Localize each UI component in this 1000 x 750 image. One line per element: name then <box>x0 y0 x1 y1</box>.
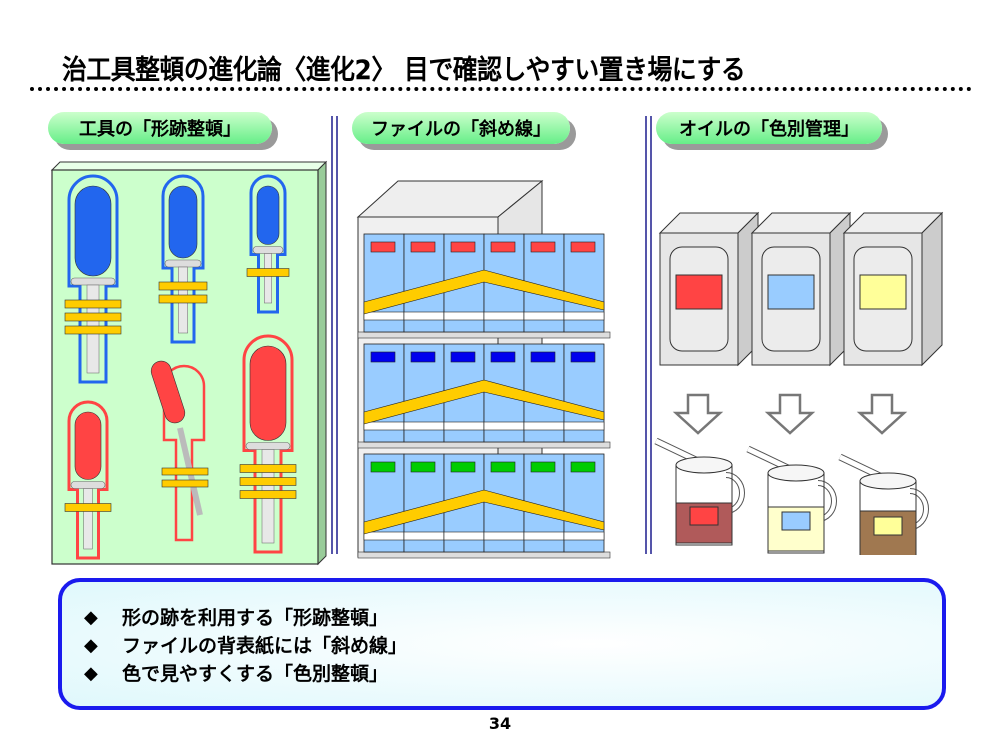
diagonal-stripe <box>363 269 605 315</box>
diamond-bullet-icon: ◆ <box>84 635 98 656</box>
oil-can-icon <box>750 211 852 367</box>
summary-item-text: ファイルの背表紙には「斜め線」 <box>122 635 408 657</box>
screwdriver-icon <box>239 334 297 554</box>
diagonal-stripe <box>363 379 605 425</box>
summary-item-text: 形の跡を利用する「形跡整頓」 <box>122 607 389 629</box>
tool-shadow-board-illustration <box>50 160 328 566</box>
summary-box: ◆ 形の跡を利用する「形跡整頓」 ◆ ファイルの背表紙には「斜め線」 ◆ 色で見やすく… <box>58 578 946 710</box>
file-shelf-illustration <box>356 179 611 559</box>
down-arrow-icon <box>856 393 908 435</box>
file-binder-icon <box>563 343 605 443</box>
title-dotted-rule <box>30 87 972 91</box>
page-number: 34 <box>488 714 512 733</box>
screwdriver-icon <box>64 400 112 560</box>
summary-item: ◆ ファイルの背表紙には「斜め線」 <box>84 632 942 660</box>
file-binder-icon <box>563 233 605 333</box>
section-divider <box>331 116 338 554</box>
diamond-bullet-icon: ◆ <box>84 607 98 628</box>
summary-item: ◆ 色で見やすくする「色別整頓」 <box>84 660 942 688</box>
oil-can-icon <box>842 211 944 367</box>
oil-can-icon <box>658 211 760 367</box>
file-binder-icon <box>363 233 405 333</box>
screwdriver-icon <box>246 174 290 314</box>
oil-cup-icon <box>654 437 745 546</box>
oil-cup-icon <box>746 445 837 554</box>
section-label-files: ファイルの「斜め線」 <box>352 112 570 144</box>
screwdriver-icon <box>150 360 209 542</box>
file-binder-icon <box>563 453 605 553</box>
section-divider <box>645 116 652 554</box>
screwdriver-icon <box>158 174 208 344</box>
section-label-oil: オイルの「色別管理」 <box>656 112 882 144</box>
oil-cup-icon <box>838 453 929 555</box>
summary-item-text: 色で見やすくする「色別整頓」 <box>122 663 389 685</box>
down-arrow-icon <box>764 393 816 435</box>
diamond-bullet-icon: ◆ <box>84 663 98 684</box>
section-label-tools: 工具の「形跡整頓」 <box>48 112 272 144</box>
diagonal-stripe <box>363 489 605 535</box>
slide-title: 治工具整頓の進化論〈進化2〉 目で確認しやすい置き場にする <box>62 55 746 86</box>
summary-item: ◆ 形の跡を利用する「形跡整頓」 <box>84 604 942 632</box>
down-arrow-icon <box>672 393 724 435</box>
oil-color-illustration <box>654 211 944 555</box>
file-binder-icon <box>363 343 405 443</box>
file-binder-icon <box>363 453 405 553</box>
screwdriver-icon <box>64 174 122 384</box>
